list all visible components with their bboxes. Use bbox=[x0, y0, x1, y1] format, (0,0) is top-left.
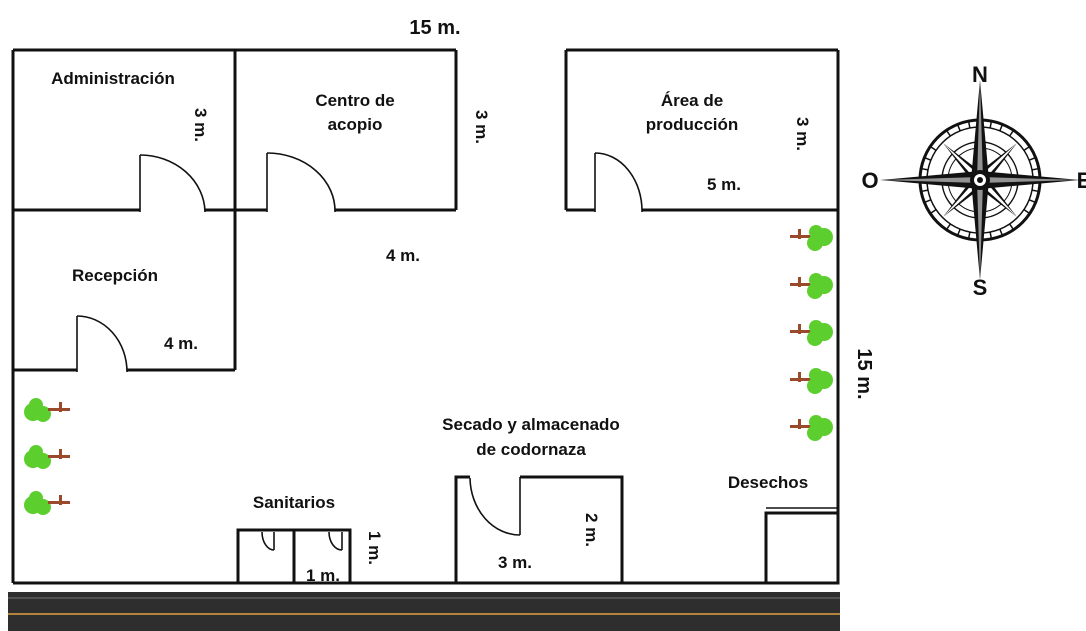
dim-secado: 3 m. bbox=[498, 553, 532, 572]
road bbox=[8, 592, 840, 631]
tree-icon bbox=[790, 273, 833, 299]
door-recepcion bbox=[76, 315, 128, 373]
desechos-walls bbox=[764, 507, 840, 585]
dim-sanitarios: 1 m. bbox=[306, 566, 340, 585]
top-rooms-walls bbox=[13, 50, 838, 212]
room-name-secado-1: Secado y almacenado bbox=[442, 415, 620, 434]
room-name-recepcion: Recepción bbox=[72, 266, 158, 285]
compass-rose-icon bbox=[880, 80, 1080, 280]
tree-icon bbox=[24, 491, 70, 515]
secado-walls bbox=[454, 475, 624, 583]
tree-icon bbox=[24, 445, 70, 469]
tree-icon bbox=[790, 225, 833, 251]
dim-area-produccion-vertical: 3 m. bbox=[793, 117, 812, 151]
door-centro-acopio bbox=[266, 152, 336, 213]
trees-left bbox=[24, 398, 70, 515]
dim-secado-vertical: 2 m. bbox=[582, 513, 601, 547]
compass-north-label: N bbox=[972, 62, 988, 87]
room-name-desechos: Desechos bbox=[728, 473, 808, 492]
right-dimension-label: 15 m. bbox=[853, 348, 875, 399]
dim-area-produccion: 5 m. bbox=[707, 175, 741, 194]
trees-right bbox=[790, 225, 833, 441]
door-area-produccion bbox=[594, 152, 643, 213]
room-name-secado-2: de codornaza bbox=[476, 440, 586, 459]
room-name-sanitarios: Sanitarios bbox=[253, 493, 335, 512]
tree-icon bbox=[790, 415, 833, 441]
recepcion-walls bbox=[13, 210, 237, 372]
dim-administracion: 3 m. bbox=[191, 108, 210, 142]
compass-west-label: O bbox=[861, 168, 878, 193]
dim-corridor: 4 m. bbox=[386, 246, 420, 265]
room-name-administracion: Administración bbox=[51, 69, 175, 88]
outer-walls bbox=[11, 48, 840, 585]
dim-centro-acopio: 3 m. bbox=[472, 110, 491, 144]
door-administracion bbox=[139, 154, 206, 213]
room-name-centro-acopio-1: Centro de bbox=[315, 91, 394, 110]
room-name-area-produccion-2: producción bbox=[646, 115, 739, 134]
compass-south-label: S bbox=[973, 275, 988, 300]
tree-icon bbox=[790, 368, 833, 394]
room-name-centro-acopio-2: acopio bbox=[328, 115, 383, 134]
tree-icon bbox=[24, 398, 70, 422]
dim-recepcion: 4 m. bbox=[164, 334, 198, 353]
dim-sanitarios-vertical: 1 m. bbox=[365, 531, 384, 565]
compass-east-label: E bbox=[1077, 168, 1086, 193]
tree-icon bbox=[790, 320, 833, 346]
room-name-area-produccion-1: Área de bbox=[661, 91, 723, 110]
top-dimension-label: 15 m. bbox=[409, 17, 460, 39]
sanitarios-walls bbox=[236, 528, 352, 585]
